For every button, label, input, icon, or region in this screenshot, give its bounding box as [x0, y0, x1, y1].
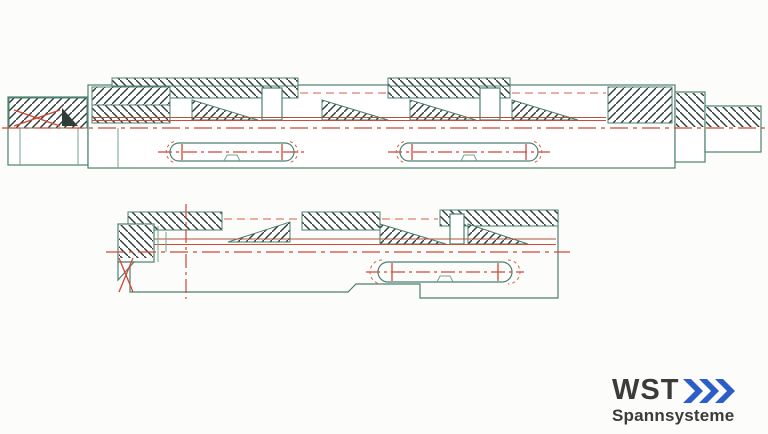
slope-wedge	[227, 221, 291, 243]
lower-body-outline	[129, 210, 559, 299]
raised-collar-b	[387, 77, 511, 87]
slot-notch	[436, 275, 454, 283]
section-band-right	[439, 209, 559, 227]
slot-end-arc	[395, 141, 405, 163]
top-assembly-drawing	[2, 77, 766, 169]
seal-cross-mark	[13, 109, 61, 127]
connector-block-1	[261, 87, 283, 121]
logo-subtitle: Spannsysteme	[612, 406, 735, 425]
seal-wedge	[62, 108, 78, 126]
bottom-assembly-drawing	[106, 204, 570, 299]
section-band-mid	[301, 211, 381, 231]
left-flange	[117, 223, 167, 293]
slot-end-arc	[369, 259, 383, 285]
slot-end-arc	[289, 141, 299, 163]
top-left-end-cap	[7, 96, 89, 166]
slot-outline	[169, 142, 295, 162]
connector-block-2	[479, 87, 501, 121]
slot-end-arc	[533, 141, 543, 163]
chevron-nut	[91, 86, 171, 124]
slot-notch	[223, 154, 241, 162]
datum-cross-mark	[118, 257, 134, 293]
taper-wedge-2	[467, 223, 529, 245]
raised-collar-a	[111, 77, 299, 87]
slot-row-1	[158, 141, 306, 163]
flange-chamfer	[117, 261, 136, 282]
flange-hatch	[119, 225, 153, 258]
slot-outline	[377, 261, 513, 283]
slot-row-2	[388, 141, 550, 163]
slot-end-arc	[165, 141, 175, 163]
taper-wedge-1	[379, 223, 447, 245]
wst-logo: WST Spannsysteme	[612, 376, 758, 424]
top-right-shaft	[674, 91, 762, 163]
right-section-block	[607, 86, 673, 124]
slot-end-arc	[507, 259, 521, 285]
right-collar-hatch	[676, 93, 704, 127]
logo-row: WST	[612, 376, 758, 405]
triple-chevron-right-icon	[683, 378, 736, 403]
slot-outline	[399, 142, 539, 162]
right-shaft-hatch	[706, 107, 760, 127]
slot-row	[366, 259, 524, 285]
logo-brand-text: WST	[612, 374, 680, 406]
slot-notch	[460, 154, 478, 162]
